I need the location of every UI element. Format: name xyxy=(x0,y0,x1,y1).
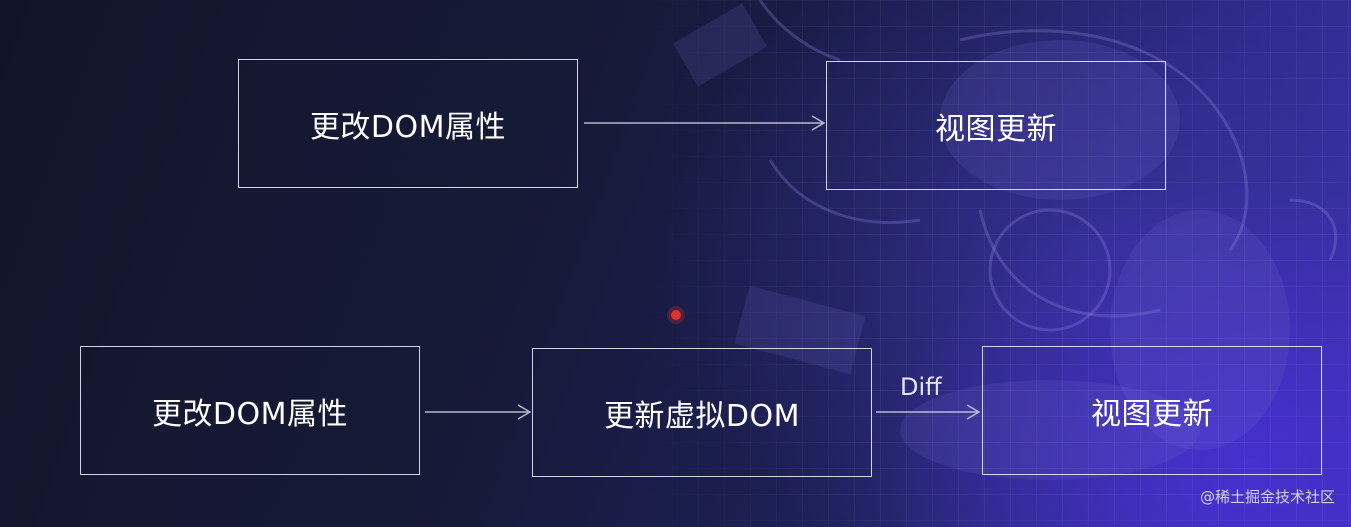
background-grid xyxy=(620,0,1351,527)
node-label: 更改DOM属性 xyxy=(151,396,349,432)
arrow-head-icon xyxy=(811,115,826,131)
arrow-head-icon xyxy=(966,404,981,420)
node-change-dom-attr-top: 更改DOM属性 xyxy=(238,59,578,188)
edge-label-diff: Diff xyxy=(900,373,942,401)
node-label: 更新虚拟DOM xyxy=(603,398,801,434)
watermark: @稀土掘金技术社区 xyxy=(1199,488,1335,506)
pointer-dot xyxy=(671,310,681,320)
node-change-dom-attr-bottom: 更改DOM属性 xyxy=(80,346,420,475)
node-label: 视图更新 xyxy=(1091,396,1213,432)
node-view-update-top: 视图更新 xyxy=(826,61,1166,190)
node-update-virtual-dom: 更新虚拟DOM xyxy=(532,348,872,477)
node-label: 更改DOM属性 xyxy=(309,109,507,145)
node-view-update-bottom: 视图更新 xyxy=(982,346,1322,475)
arrow-head-icon xyxy=(517,404,532,420)
node-label: 视图更新 xyxy=(935,111,1057,147)
